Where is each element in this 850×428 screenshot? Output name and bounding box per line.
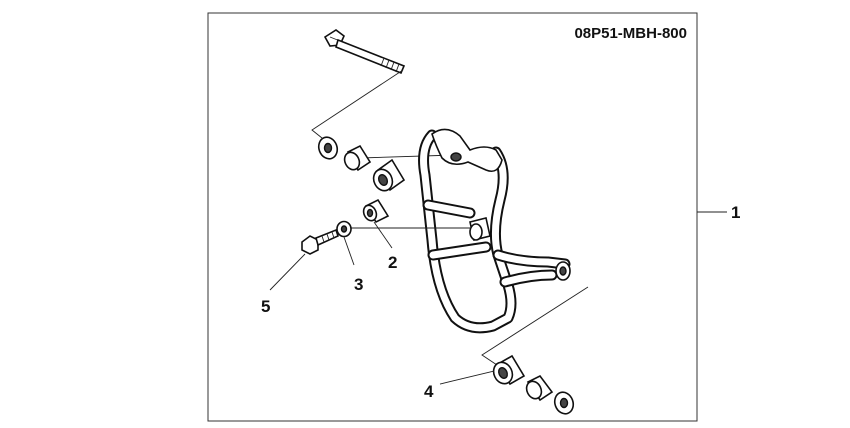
assembly-guide-line-upper bbox=[311, 69, 404, 139]
engine-guard-frame bbox=[418, 128, 571, 334]
diagram-frame bbox=[207, 12, 698, 422]
callout-3: 3 bbox=[354, 275, 363, 294]
long-bolt bbox=[323, 29, 406, 75]
lower-collar bbox=[525, 374, 554, 402]
callout-5: 5 bbox=[261, 297, 270, 316]
upper-collar bbox=[343, 144, 372, 172]
assembly-guide-line-axis bbox=[359, 154, 456, 159]
upper-bushing bbox=[372, 158, 406, 192]
leader-line-4 bbox=[439, 370, 495, 385]
leader-line-3 bbox=[343, 236, 355, 266]
assembly-guide-line-lower bbox=[481, 286, 589, 366]
flange-bolt bbox=[301, 228, 339, 255]
part-number-label: 08P51-MBH-800 bbox=[574, 25, 687, 42]
callout-2: 2 bbox=[388, 253, 397, 272]
lower-bushing bbox=[492, 354, 526, 386]
callout-4: 4 bbox=[424, 382, 434, 401]
upper-rubber-washer bbox=[317, 136, 339, 160]
leader-line-2 bbox=[373, 221, 393, 249]
callout-1: 1 bbox=[731, 203, 740, 222]
washer bbox=[336, 220, 352, 238]
lower-rubber-washer bbox=[553, 391, 575, 415]
middle-collar bbox=[362, 198, 390, 224]
leader-line-5 bbox=[269, 253, 306, 291]
